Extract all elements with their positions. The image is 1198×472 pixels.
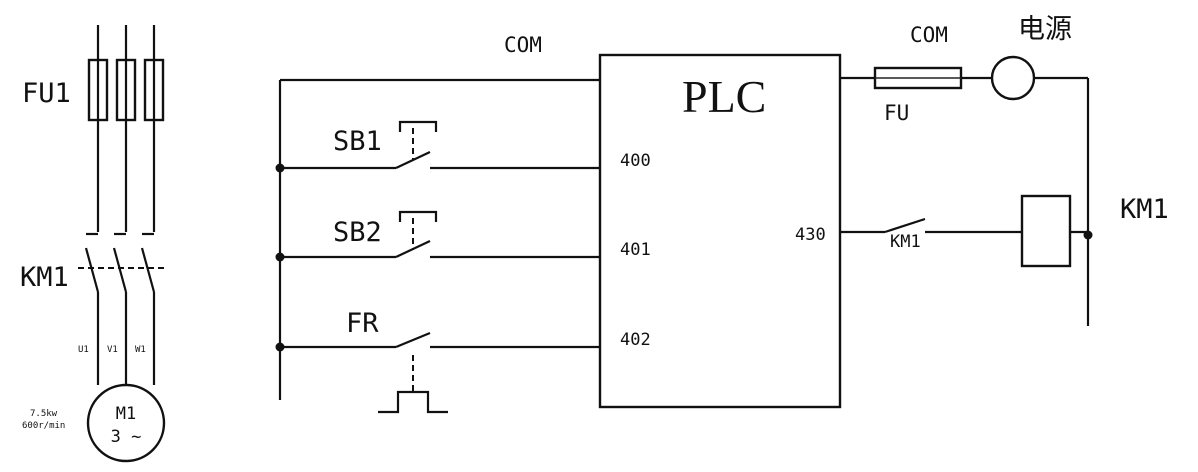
thermal-relay-fr-element — [378, 390, 448, 414]
motor-name: M1 — [116, 404, 136, 424]
phase-label-w1: W1 — [135, 345, 146, 355]
plc-input-terminal-402: 402 — [620, 330, 651, 350]
contact-km1-aux — [884, 217, 926, 234]
coil-km1-label: KM1 — [1120, 194, 1169, 225]
plc-unit: PLC 400 401 402 430 — [598, 53, 842, 409]
plc-output-terminal-430: 430 — [795, 225, 826, 245]
switch-sb2-label: SB2 — [333, 217, 382, 248]
pushbutton-sb1-actuator — [398, 120, 438, 132]
plc-title: PLC — [682, 71, 766, 122]
output-com-label: COM — [910, 23, 948, 47]
contactor-km1-label: KM1 — [20, 262, 69, 293]
switch-fr-contact — [395, 331, 431, 349]
coil-km1 — [1020, 194, 1072, 268]
junction-coil-km1 — [1083, 230, 1093, 240]
fuse-fu1-label: FU1 — [22, 78, 71, 109]
power-source-label: 电源 — [1018, 14, 1072, 45]
phase-label-v1: V1 — [107, 345, 118, 355]
fuse-fu1-2 — [115, 58, 137, 122]
motor-m1 — [86, 383, 166, 463]
motor-power: 7.5kw — [30, 409, 58, 419]
input-circuit: COM SB1 SB2 FR — [275, 33, 600, 414]
motor-power-circuit: FU1 KM1 U1 V1 W1 M1 3 ~ 7.5kw 600r/min — [20, 25, 166, 463]
thermal-relay-fr-label: FR — [346, 308, 379, 339]
output-circuit: COM 电源 FU KM1 KM1 — [840, 14, 1169, 326]
switch-sb1-label: SB1 — [333, 126, 382, 157]
power-source — [990, 55, 1036, 101]
motor-phase: 3 ~ — [111, 427, 142, 447]
pushbutton-sb2-actuator — [398, 210, 438, 222]
contact-km1-label: KM1 — [890, 232, 921, 252]
fuse-fu1-3 — [143, 58, 165, 122]
input-com-label: COM — [504, 33, 542, 57]
contactor-km1-main-contacts — [78, 232, 166, 385]
plc-input-terminal-401: 401 — [620, 240, 651, 260]
phase-label-u1: U1 — [78, 345, 89, 355]
fuse-fu1-1 — [87, 58, 109, 122]
fuse-fu-label: FU — [884, 101, 909, 125]
motor-speed: 600r/min — [22, 421, 65, 431]
plc-input-terminal-400: 400 — [620, 151, 651, 171]
